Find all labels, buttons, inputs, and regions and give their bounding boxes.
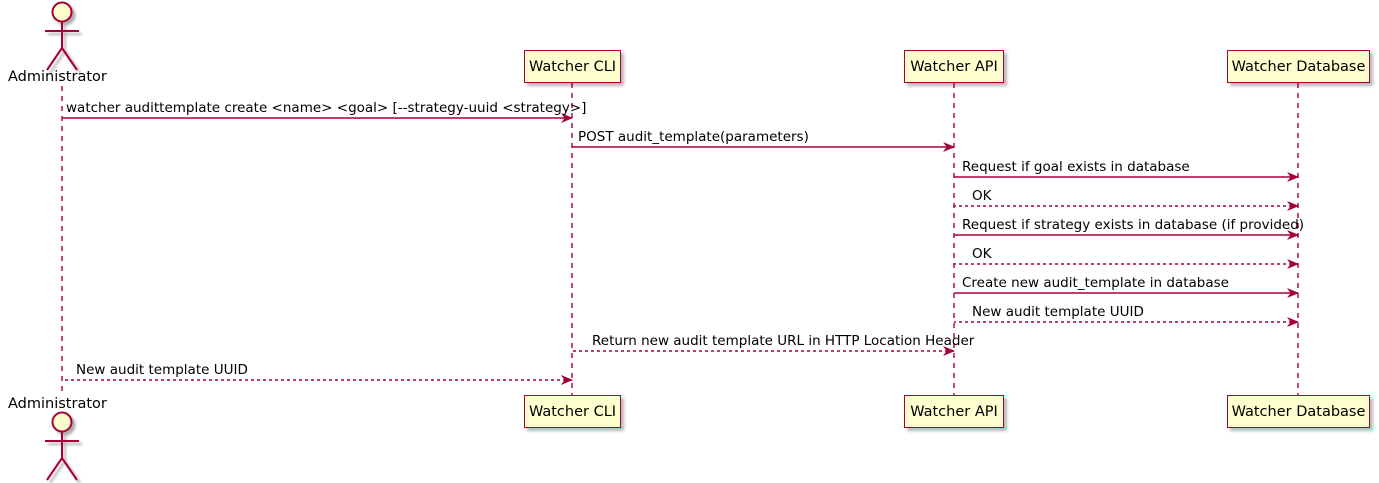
lifelines-group bbox=[61, 83, 1299, 396]
participant-box-watcher-cli-bottom[interactable]: Watcher CLI bbox=[524, 395, 621, 428]
actor-label-administrator-top: Administrator bbox=[8, 69, 107, 85]
participant-label: Watcher API bbox=[910, 403, 998, 420]
participant-box-watcher-database-bottom[interactable]: Watcher Database bbox=[1227, 395, 1370, 428]
message-label-10: New audit template UUID bbox=[76, 362, 248, 378]
actor-label-administrator-bottom: Administrator bbox=[8, 396, 107, 412]
message-label-4: OK bbox=[972, 188, 992, 204]
actor-body bbox=[45, 432, 79, 481]
message-label-9: Return new audit template URL in HTTP Lo… bbox=[592, 333, 975, 349]
actor-figure-administrator-top bbox=[45, 1, 79, 71]
participant-box-watcher-api-top[interactable]: Watcher API bbox=[904, 50, 1004, 83]
actor-figure-administrator-bottom bbox=[45, 411, 79, 481]
participant-label: Watcher API bbox=[910, 58, 998, 75]
message-label-7: Create new audit_template in database bbox=[962, 275, 1229, 291]
actor-head bbox=[51, 1, 73, 23]
message-label-5: Request if strategy exists in database (… bbox=[962, 217, 1305, 233]
message-label-3: Request if goal exists in database bbox=[962, 159, 1190, 175]
participant-label: Watcher CLI bbox=[528, 403, 617, 420]
participant-label: Watcher Database bbox=[1231, 403, 1366, 420]
actor-head bbox=[51, 411, 73, 433]
participant-box-watcher-api-bottom[interactable]: Watcher API bbox=[904, 395, 1004, 428]
participant-label: Watcher Database bbox=[1231, 58, 1366, 75]
participant-box-watcher-cli-top[interactable]: Watcher CLI bbox=[524, 50, 621, 83]
actor-body bbox=[45, 22, 79, 71]
message-label-1: watcher audittemplate create <name> <goa… bbox=[66, 100, 587, 116]
message-label-8: New audit template UUID bbox=[972, 304, 1144, 320]
message-label-2: POST audit_template(parameters) bbox=[578, 129, 809, 145]
participant-label: Watcher CLI bbox=[528, 58, 617, 75]
participant-box-watcher-database-top[interactable]: Watcher Database bbox=[1227, 50, 1370, 83]
message-label-6: OK bbox=[972, 246, 992, 262]
message-arrows-group bbox=[62, 113, 1299, 385]
actor-figures-group bbox=[45, 1, 79, 481]
